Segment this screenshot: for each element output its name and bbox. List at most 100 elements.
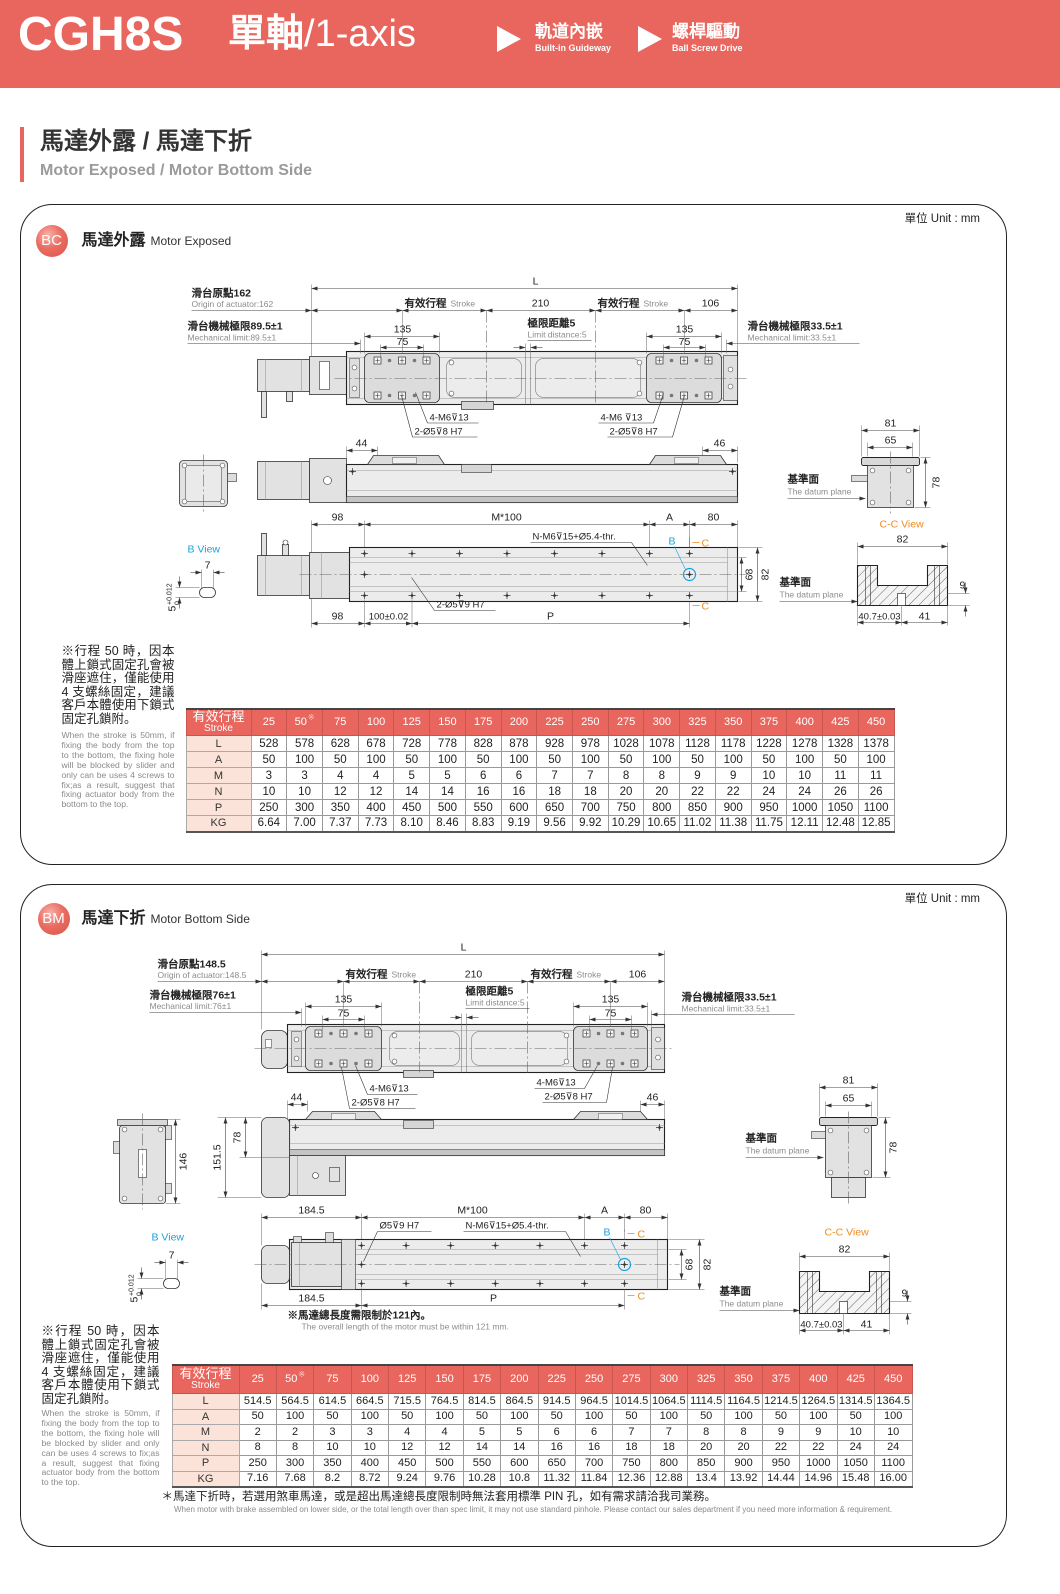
table-cell: 1264.5 bbox=[799, 1393, 838, 1410]
table-cell: 7 bbox=[536, 767, 573, 784]
table-cell: 12.85 bbox=[857, 815, 895, 832]
stroke-header-cell: 425 bbox=[822, 708, 859, 736]
stroke-50-note-en: When the stroke is 50mm, if fixing the b… bbox=[61, 730, 175, 810]
dim-carriage-left: 135 75 bbox=[364, 324, 440, 358]
section-profile bbox=[798, 1270, 891, 1315]
table-cell: 9.76 bbox=[425, 1470, 464, 1487]
drawing-motor-bottom-side: L 滑台原點148.5 Origin of actuator:148.5 有效行… bbox=[113, 942, 912, 1335]
section-marks-c: C C bbox=[624, 1229, 646, 1303]
model-name: CGH8S bbox=[18, 8, 184, 61]
table-cell: 12 bbox=[387, 1439, 427, 1456]
table-cell: 12.11 bbox=[786, 815, 823, 832]
table-cell: 664.5 bbox=[350, 1393, 390, 1410]
table-cell: 5 bbox=[429, 767, 466, 784]
top-view-stroke bbox=[694, 358, 699, 363]
stroke-label-en: Stroke bbox=[392, 970, 417, 980]
table-cell: 400 bbox=[350, 1455, 390, 1472]
stroke-value: 225 bbox=[547, 1373, 566, 1386]
stroke-value: 375 bbox=[771, 1373, 791, 1386]
table-cell: 6 bbox=[500, 767, 538, 784]
stroke-50-note-zh: ※行程 50 時，因本體上鎖式固定孔會被滑座遮住，僅能使用 4 支螺絲固定，建議… bbox=[41, 1324, 160, 1406]
feature-ballscrew-zh: 螺桿驅動 bbox=[672, 22, 740, 41]
stroke-label-en: Stroke bbox=[644, 299, 669, 309]
end-view-motor-side-stroke bbox=[181, 498, 188, 505]
dim-106: 106 bbox=[702, 298, 720, 310]
table-cell: 8 bbox=[238, 1439, 277, 1456]
table-cell: 50 bbox=[761, 1408, 801, 1425]
dim-7: 7 bbox=[169, 1250, 175, 1262]
pin-holes-label: 2-Ø5⊽8 H7 bbox=[415, 427, 463, 438]
dim-82: 82 bbox=[760, 569, 772, 581]
callouts-top-view-stroke bbox=[672, 395, 685, 438]
table-cell: 10 bbox=[750, 767, 788, 784]
end-view-motor-side-stroke bbox=[157, 1195, 164, 1202]
table-cell: 800 bbox=[649, 1455, 689, 1472]
limit-label-en: Limit distance:5 bbox=[528, 330, 587, 340]
table-cell: 14.96 bbox=[799, 1470, 838, 1487]
sensor-bracket bbox=[403, 1120, 434, 1129]
mech-limit-right-en: Mechanical limit:33.5±1 bbox=[682, 1004, 771, 1014]
dim-44: 44 bbox=[346, 438, 378, 463]
end-view-right-stroke bbox=[863, 1127, 870, 1134]
stroke-value: 50 bbox=[294, 716, 307, 729]
pin-holes-label: 2-Ø5⊽8 H7 bbox=[610, 427, 658, 438]
stroke-header-cell: 125 bbox=[393, 708, 431, 736]
table-cell: 1278 bbox=[786, 735, 823, 752]
stroke-header-en: Stroke bbox=[191, 1380, 220, 1392]
table-cell: 900 bbox=[724, 1455, 763, 1472]
dim-carriage-left: 135 75 bbox=[305, 994, 382, 1030]
table-cell: 10 bbox=[836, 1424, 875, 1441]
variant-badge-bm: BM bbox=[37, 902, 70, 935]
row-label: L bbox=[185, 735, 252, 752]
table-cell: 6 bbox=[464, 767, 502, 784]
top-view-stroke bbox=[314, 1059, 323, 1068]
mech-limit-right-en: Mechanical limit:33.5±1 bbox=[748, 333, 837, 343]
end-view-right-stroke bbox=[811, 1131, 826, 1139]
dim-75: 75 bbox=[605, 1008, 617, 1020]
top-view-stroke bbox=[669, 358, 674, 363]
datum-label-en: The datum plane bbox=[720, 1299, 784, 1309]
end-view-motor-side-stroke bbox=[219, 462, 226, 469]
dim-135: 135 bbox=[394, 324, 412, 336]
side-view-stroke bbox=[329, 1167, 340, 1182]
end-block bbox=[291, 1031, 302, 1067]
table-cell: 8 bbox=[275, 1439, 315, 1456]
dim-135: 135 bbox=[335, 994, 353, 1006]
table-cell: 100 bbox=[425, 1408, 464, 1425]
top-view-stroke bbox=[620, 1031, 625, 1036]
origin-callout: 滑台原點148.5 Origin of actuator:148.5 bbox=[157, 958, 262, 984]
table-cell: 10 bbox=[873, 1424, 913, 1441]
top-view-stroke bbox=[329, 1061, 333, 1066]
section-profile bbox=[856, 564, 949, 607]
top-view-stroke bbox=[582, 1059, 591, 1068]
table-cell: 850 bbox=[686, 1455, 726, 1472]
table-cell: 50 bbox=[612, 1408, 651, 1425]
dim-68-82: 68 82 bbox=[738, 547, 772, 602]
dim-82: 82 bbox=[702, 1259, 714, 1271]
dim-pin-pitch: 100±0.02 bbox=[369, 612, 409, 623]
stroke-value: 300 bbox=[652, 716, 671, 729]
dim-pitch: M*100 bbox=[491, 512, 522, 524]
top-view-stroke bbox=[655, 1054, 661, 1061]
dim-78: 78 bbox=[931, 477, 943, 489]
stroke-header-cell: 175 bbox=[462, 1364, 502, 1394]
table-cell: 100 bbox=[799, 1408, 838, 1425]
stroke-header-cell: 50※ bbox=[286, 708, 323, 736]
table-cell: 750 bbox=[607, 799, 645, 816]
stroke-header-cell: 450 bbox=[873, 1364, 913, 1394]
stroke-value: 400 bbox=[809, 1373, 828, 1386]
stroke-value: 100 bbox=[360, 1373, 379, 1386]
datum-plane-side: 基準面 The datum plane bbox=[787, 473, 866, 501]
label-L: L bbox=[461, 942, 467, 954]
table-cell: 800 bbox=[643, 799, 681, 816]
table-cell: 50 bbox=[464, 751, 502, 768]
callouts-bottom-view: N-M6⊽15+Ø5.4-thr. B 2-Ø5⊽9 H7 bbox=[411, 532, 686, 611]
stroke-value: 50 bbox=[285, 1373, 298, 1386]
table-cell: 18 bbox=[571, 783, 609, 800]
dim-146: 146 bbox=[165, 1119, 190, 1204]
stroke-value: 75 bbox=[334, 716, 347, 729]
